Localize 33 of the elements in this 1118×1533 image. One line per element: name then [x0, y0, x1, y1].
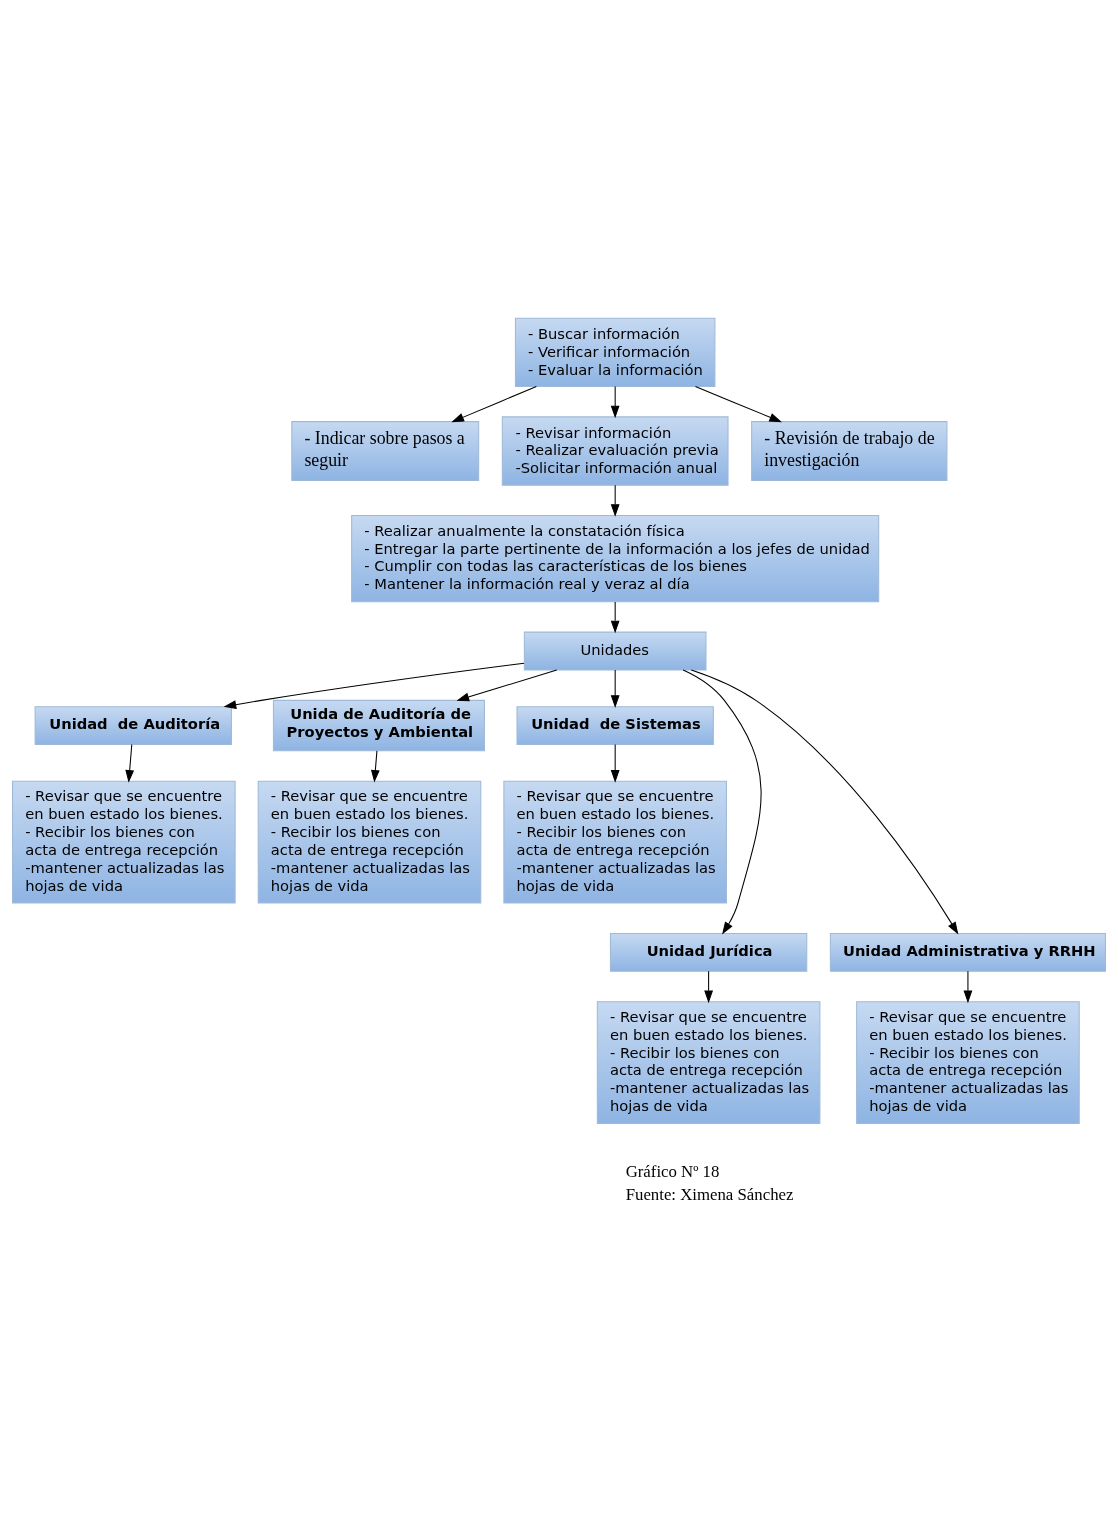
- arrow: [456, 669, 558, 702]
- arrow: [610, 484, 620, 517]
- node-box: - Indicar sobre pasos a seguir: [291, 421, 480, 481]
- node-box: - Revisar que se encuentre en buen estado los bienes. - Recibir los bienes con acta de entrega recepción -mantener actualizadas las hojas de vida: [856, 1001, 1080, 1124]
- label: Gráfico Nº 18: [625, 1161, 720, 1181]
- node-box: - Revisar que se encuentre en buen estado los bienes. - Recibir los bienes con acta de entrega recepción -mantener actualizadas las hojas de vida: [503, 780, 727, 904]
- node-box: Unida de Auditoría de Proyectos y Ambiental: [272, 699, 485, 752]
- node-box: Unidades: [523, 631, 707, 671]
- node-box: Unidad de Sistemas: [516, 706, 714, 745]
- arrow: [682, 669, 762, 935]
- node-box: - Revisar que se encuentre en buen estado los bienes. - Recibir los bienes con acta de entrega recepción -mantener actualizadas las hojas de vida: [596, 1001, 821, 1124]
- arrow: [963, 970, 973, 1004]
- arrow: [690, 669, 959, 935]
- node-box: Unidad Jurídica: [609, 932, 808, 972]
- node-box: - Revisión de trabajo de investigación: [751, 421, 948, 481]
- node-box: - Revisar que se encuentre en buen estado los bienes. - Recibir los bienes con acta de entrega recepción -mantener actualizadas las hojas de vida: [257, 780, 482, 904]
- arrow: [610, 601, 620, 634]
- node-box: - Buscar información - Verificar información - Evaluar la información: [514, 317, 716, 387]
- node-box: Unidad Administrativa y RRHH: [829, 932, 1106, 972]
- node-box: - Revisar que se encuentre en buen estado los bienes. - Recibir los bienes con acta de entrega recepción -mantener actualizadas las hojas de vida: [12, 780, 236, 904]
- arrow: [223, 662, 525, 709]
- arrow: [451, 385, 537, 423]
- arrow: [125, 743, 135, 783]
- arrow: [610, 669, 620, 708]
- arrow: [370, 750, 380, 783]
- label: Fuente: Ximena Sánchez: [625, 1184, 794, 1204]
- node-box: - Realizar anualmente la constatación física - Entregar la parte pertinente de la información a los jefes de unidad - Cumplir con todas las características de los bienes - Mantener la información real y veraz al día: [351, 515, 880, 603]
- arrow: [694, 385, 782, 423]
- arrow: [610, 743, 620, 783]
- node-box: - Revisar información - Realizar evaluación previa -Solicitar información anual: [501, 416, 729, 486]
- node-box: Unidad de Auditoría: [34, 706, 232, 745]
- arrow: [704, 970, 713, 1004]
- arrow: [610, 386, 620, 419]
